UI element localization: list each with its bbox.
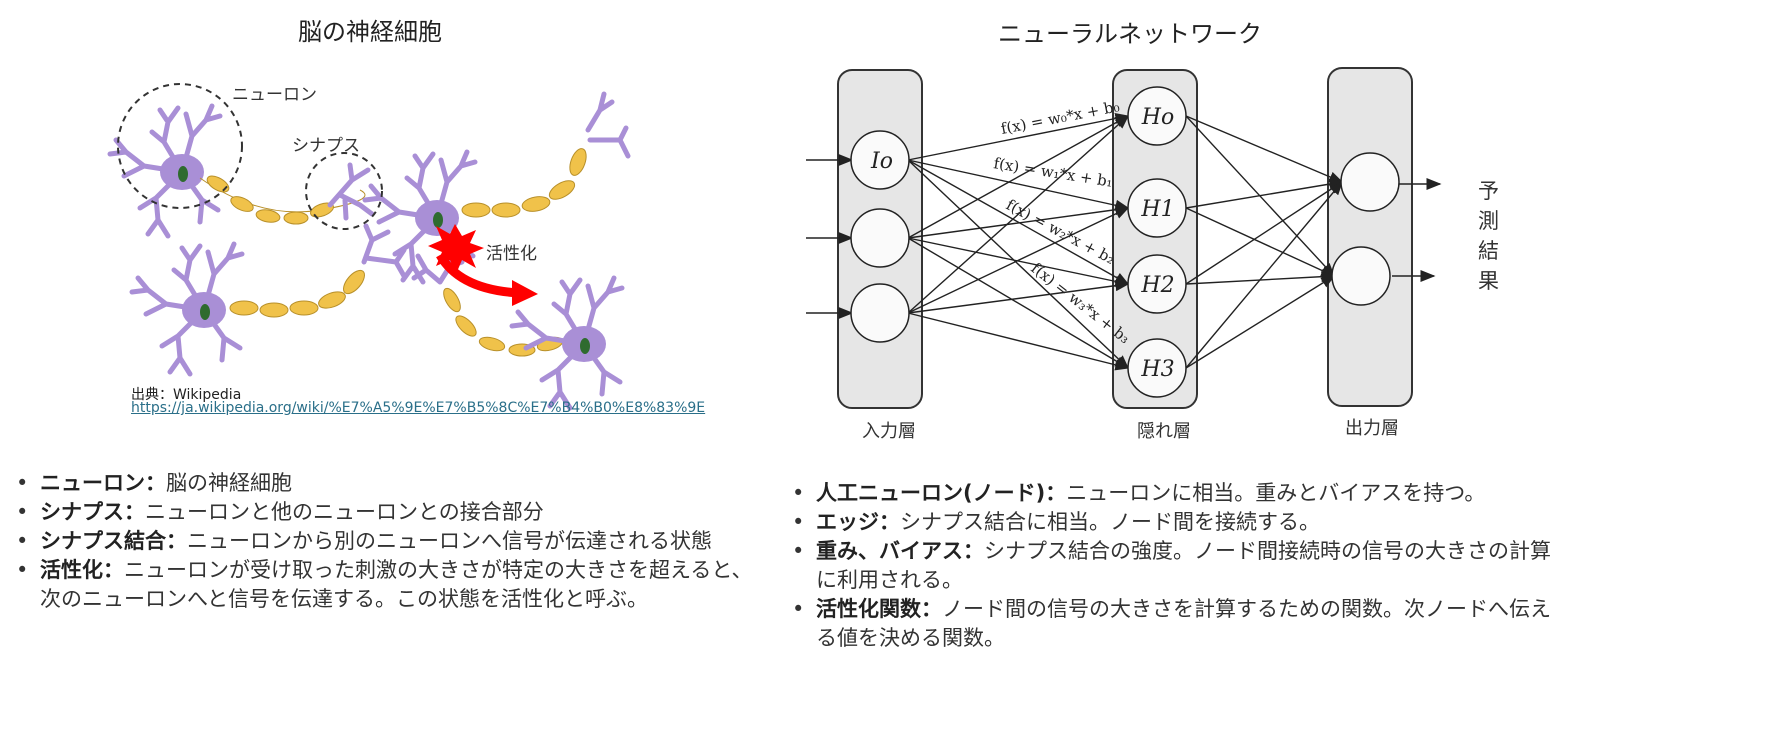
hidden-node-0 bbox=[1127, 86, 1187, 146]
output-node-1 bbox=[1331, 246, 1391, 306]
source-link-wrap: https://ja.wikipedia.org/wiki/%E7%A5%9E%… bbox=[131, 400, 705, 416]
hidden-layer-label: 隠れ層 bbox=[1137, 421, 1191, 442]
neuron-label: ニューロン bbox=[232, 85, 317, 105]
left-title: 脳の神経細胞 bbox=[298, 18, 442, 46]
hidden-node-0-label: Ho bbox=[1141, 105, 1174, 130]
input-node-2 bbox=[850, 283, 910, 343]
bullet-neuron: ニューロン：脳の神経細胞 bbox=[10, 469, 755, 498]
output-arrows bbox=[1392, 178, 1442, 282]
synapse-label: シナプス bbox=[292, 136, 360, 156]
neuron-5 bbox=[512, 278, 622, 408]
input-node-0 bbox=[850, 130, 910, 190]
hidden-node-3-label: H3 bbox=[1140, 357, 1174, 382]
neural-network-diagram: f(x) = w₀*x + b₀ f(x) = w₁*x + b₁ f(x) =… bbox=[806, 67, 1442, 409]
synapse-highlight-circle bbox=[305, 152, 383, 230]
edges-hidden-output bbox=[1185, 115, 1344, 369]
bullet-artificial-neuron: 人工ニューロン(ノード)：ニューロンに相当。重みとバイアスを持つ。 bbox=[786, 479, 1556, 508]
axon-1 bbox=[199, 175, 366, 225]
neuron-1 bbox=[110, 106, 220, 236]
result-label: 予測結果 bbox=[1478, 179, 1499, 293]
neuron-illustration bbox=[0, 83, 631, 450]
neuron-2 bbox=[365, 152, 475, 282]
hidden-node-1 bbox=[1127, 178, 1187, 238]
output-node-0 bbox=[1340, 152, 1400, 212]
hidden-node-3 bbox=[1127, 338, 1187, 398]
source-link[interactable]: https://ja.wikipedia.org/wiki/%E7%A5%9E%… bbox=[131, 400, 706, 416]
axon-2 bbox=[461, 91, 631, 218]
neuron-3 bbox=[132, 244, 242, 374]
activation-label: 活性化 bbox=[486, 244, 537, 264]
activation-arrow-icon bbox=[436, 252, 521, 298]
formula-2: f(x) = w₂*x + b₂ bbox=[1003, 196, 1118, 268]
input-layer-label: 入力層 bbox=[862, 421, 916, 442]
input-node-0-label: Io bbox=[870, 149, 893, 174]
neuron-highlight-circle bbox=[117, 83, 243, 209]
edges-input-hidden bbox=[907, 112, 1130, 371]
formula-1: f(x) = w₁*x + b₁ bbox=[992, 154, 1114, 191]
bullet-synapse: シナプス：ニューロンと他のニューロンとの接合部分 bbox=[10, 498, 755, 527]
formula-0: f(x) = w₀*x + b₀ bbox=[999, 97, 1121, 138]
hidden-layer-box bbox=[1112, 69, 1198, 409]
output-layer-box bbox=[1327, 67, 1413, 407]
bullet-synapse-connection: シナプス結合：ニューロンから別のニューロンへ信号が伝達される状態 bbox=[10, 527, 755, 556]
bullet-activation: 活性化：ニューロンが受け取った刺激の大きさが特定の大きさを超えると、次のニューロ… bbox=[10, 556, 755, 614]
left-bullets: ニューロン：脳の神経細胞 シナプス：ニューロンと他のニューロンとの接合部分 シナ… bbox=[10, 469, 755, 614]
hidden-node-1-label: H1 bbox=[1140, 197, 1174, 222]
output-layer-label: 出力層 bbox=[1345, 418, 1399, 439]
hidden-node-2 bbox=[1127, 254, 1187, 314]
right-bullets: 人工ニューロン(ノード)：ニューロンに相当。重みとバイアスを持つ。 エッジ：シナ… bbox=[786, 479, 1556, 653]
hidden-node-2-label: H2 bbox=[1140, 273, 1174, 298]
axon-3 bbox=[229, 223, 407, 318]
right-title: ニューラルネットワーク bbox=[998, 20, 1262, 48]
bullet-weights-bias: 重み、バイアス：シナプス結合の強度。ノード間接続時の信号の大きさの計算に利用され… bbox=[786, 537, 1556, 595]
bullet-activation-function: 活性化関数：ノード間の信号の大きさを計算するための関数。次ノードへ伝える値を決め… bbox=[786, 595, 1556, 653]
activation-arrow-head bbox=[512, 280, 538, 306]
bullet-edge: エッジ：シナプス結合に相当。ノード間を接続する。 bbox=[786, 508, 1556, 537]
input-node-1 bbox=[850, 208, 910, 268]
synapse-dendrite bbox=[327, 162, 375, 221]
input-arrows bbox=[806, 154, 854, 319]
source-label: 出典：Wikipedia bbox=[131, 387, 242, 403]
